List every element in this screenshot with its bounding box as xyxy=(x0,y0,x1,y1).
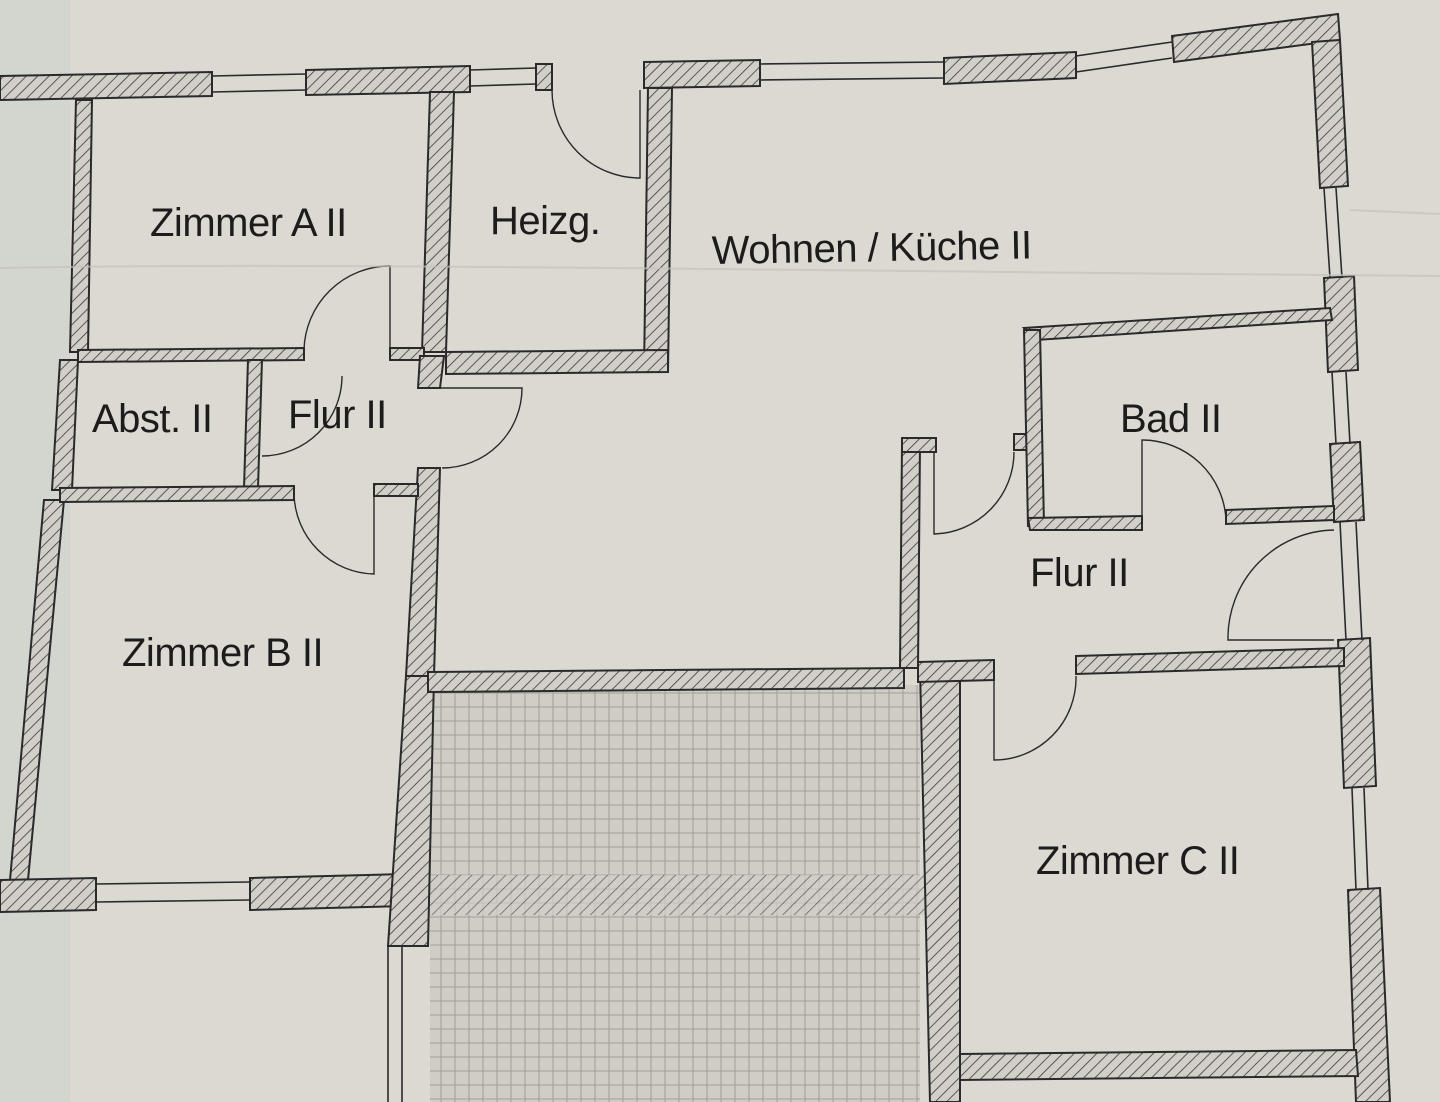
room-label-zimmer-a: Zimmer A II xyxy=(150,201,347,245)
room-labels: Zimmer A II Heizg. Wohnen / Küche II Abs… xyxy=(92,199,1240,883)
room-label-zimmer-b: Zimmer B II xyxy=(122,631,323,675)
paper-folds xyxy=(0,209,1440,277)
room-label-flur-right: Flur II xyxy=(1030,551,1129,595)
doors xyxy=(261,89,1335,761)
room-label-heizung: Heizg. xyxy=(490,199,600,243)
room-label-zimmer-c: Zimmer C II xyxy=(1036,839,1239,883)
windows xyxy=(95,41,1369,1102)
room-label-abstellraum: Abst. II xyxy=(92,397,213,441)
obscured-area xyxy=(405,685,925,1102)
room-label-bad: Bad II xyxy=(1120,397,1222,441)
room-label-wohnen-kueche: Wohnen / Küche II xyxy=(711,223,1032,273)
room-label-flur-left: Flur II xyxy=(288,393,387,437)
walls xyxy=(0,12,1392,1102)
